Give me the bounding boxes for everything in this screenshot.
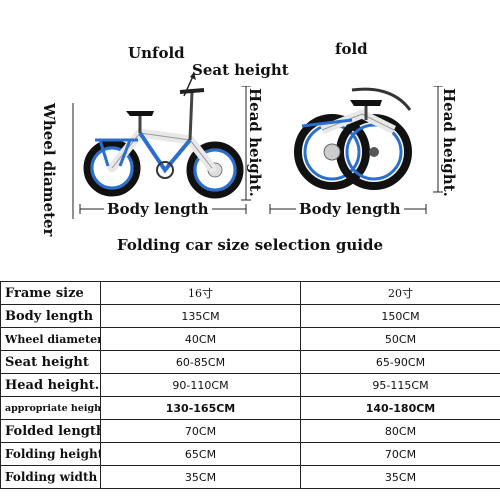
bike-size-diagram: Unfold fold Seat height Wheel diameter H… <box>0 0 500 237</box>
seat-height-label: Seat height <box>192 61 289 79</box>
cell-20: 150CM <box>300 304 500 328</box>
body-length-left-label: Body length <box>104 200 212 218</box>
cell-20: 70CM <box>300 442 500 466</box>
row-label: Folded length <box>0 419 101 443</box>
column-header-frame-size: Frame size <box>0 281 101 305</box>
row-label: appropriate height <box>0 396 101 420</box>
table-row-folding-height: Folding height 65CM 70CM <box>0 442 500 466</box>
row-label: Wheel diameter <box>0 327 101 351</box>
cell-16: 60-85CM <box>100 350 301 374</box>
guide-title: Folding car size selection guide <box>117 236 383 254</box>
table-row-wheel-diameter: Wheel diameter 40CM 50CM <box>0 327 500 351</box>
fold-label: fold <box>335 40 368 58</box>
cell-16: 35CM <box>100 465 301 489</box>
row-label: Head height. <box>0 373 101 397</box>
unfold-label: Unfold <box>128 44 185 62</box>
table-row-appropriate-height: appropriate height 130-165CM 140-180CM <box>0 396 500 420</box>
table-row-folding-width: Folding width 35CM 35CM <box>0 465 500 489</box>
body-length-right-label: Body length <box>296 200 404 218</box>
head-height-left-bracket <box>241 86 251 201</box>
row-label: Seat height <box>0 350 101 374</box>
wheel-diameter-bracket <box>72 103 74 219</box>
head-height-right-bracket <box>433 86 443 193</box>
row-label: Folding width <box>0 465 101 489</box>
cell-16: 40CM <box>100 327 301 351</box>
column-header-20: 20寸 <box>300 281 500 305</box>
table-header-row: Frame size 16寸 20寸 <box>0 281 500 305</box>
table-row-seat-height: Seat height 60-85CM 65-90CM <box>0 350 500 374</box>
cell-20: 35CM <box>300 465 500 489</box>
cell-16: 135CM <box>100 304 301 328</box>
row-label: Body length <box>0 304 101 328</box>
table-row-folded-length: Folded length 70CM 80CM <box>0 419 500 443</box>
wheel-diameter-label: Wheel diameter <box>40 103 58 237</box>
table-row-body-length: Body length 135CM 150CM <box>0 304 500 328</box>
table-row-head-height: Head height. 90-110CM 95-115CM <box>0 373 500 397</box>
cell-16: 65CM <box>100 442 301 466</box>
cell-20: 65-90CM <box>300 350 500 374</box>
seat-height-arrow <box>183 72 196 97</box>
cell-20: 50CM <box>300 327 500 351</box>
cell-16: 130-165CM <box>100 396 301 420</box>
column-header-16: 16寸 <box>100 281 301 305</box>
cell-16: 90-110CM <box>100 373 301 397</box>
row-label: Folding height <box>0 442 101 466</box>
cell-20: 80CM <box>300 419 500 443</box>
unfolded-bike-illustration <box>83 88 244 199</box>
cell-20: 140-180CM <box>300 396 500 420</box>
cell-20: 95-115CM <box>300 373 500 397</box>
size-selection-table: Frame size 16寸 20寸 Body length 135CM 150… <box>0 281 500 489</box>
folded-bike-illustration <box>294 87 412 190</box>
cell-16: 70CM <box>100 419 301 443</box>
